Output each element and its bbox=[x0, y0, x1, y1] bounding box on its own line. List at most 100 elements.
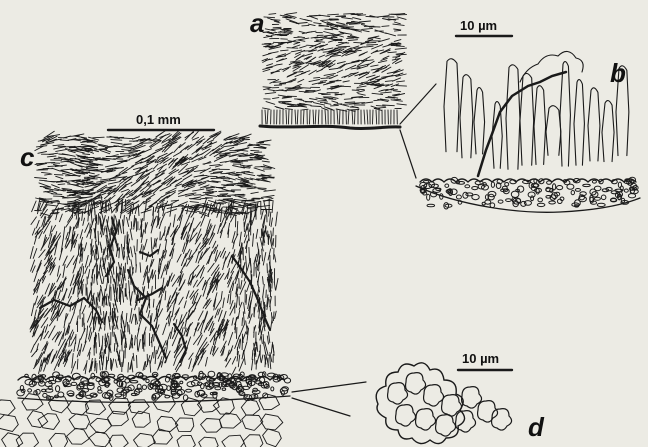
hatch-stroke bbox=[66, 217, 73, 227]
hatch-stroke bbox=[91, 283, 92, 297]
crystal-outline bbox=[444, 59, 459, 152]
hatch-stroke bbox=[296, 84, 302, 86]
hatch-stroke bbox=[256, 267, 257, 277]
hatch-stroke bbox=[111, 140, 122, 141]
hatch-stroke bbox=[302, 25, 309, 26]
hatch-stroke bbox=[275, 255, 276, 262]
hatch-stroke bbox=[221, 178, 230, 179]
hatch-stroke bbox=[189, 359, 192, 369]
hatch-stroke bbox=[77, 359, 78, 369]
hatch-stroke bbox=[247, 188, 255, 189]
hatch-stroke bbox=[315, 110, 316, 124]
hatch-stroke bbox=[45, 284, 49, 294]
hatch-stroke bbox=[199, 175, 208, 176]
granule bbox=[618, 182, 621, 187]
hatch-stroke bbox=[338, 42, 348, 43]
hatch-stroke bbox=[263, 69, 270, 71]
hatch-stroke bbox=[273, 27, 281, 28]
hatch-stroke bbox=[135, 336, 136, 346]
cell-outline bbox=[175, 418, 193, 432]
hatch-stroke bbox=[121, 330, 122, 338]
granule bbox=[583, 184, 591, 186]
hatch-stroke bbox=[185, 318, 187, 328]
hatch-stroke bbox=[243, 312, 244, 324]
hatch-stroke bbox=[36, 220, 39, 228]
hatch-stroke bbox=[239, 232, 241, 246]
hatch-stroke bbox=[228, 256, 232, 267]
hatch-stroke bbox=[209, 321, 214, 331]
hatch-stroke bbox=[345, 102, 355, 103]
hatch-stroke bbox=[267, 336, 268, 344]
hatch-stroke bbox=[81, 300, 83, 310]
cell-outline bbox=[0, 400, 15, 415]
hatch-stroke bbox=[210, 165, 220, 166]
hatch-stroke bbox=[38, 152, 47, 154]
hatch-stroke bbox=[75, 136, 87, 138]
hatch-stroke bbox=[83, 154, 90, 155]
hatch-stroke bbox=[395, 30, 401, 31]
hatch-stroke bbox=[244, 303, 245, 314]
panel-d-group: 10 µm d bbox=[376, 351, 545, 444]
granule bbox=[465, 185, 470, 188]
hatch-stroke bbox=[181, 206, 188, 207]
hatch-stroke bbox=[231, 210, 232, 217]
hatch-stroke bbox=[337, 23, 345, 25]
granule-outline bbox=[436, 415, 456, 436]
granule bbox=[93, 394, 97, 397]
hatch-stroke bbox=[362, 28, 373, 29]
hatch-stroke bbox=[349, 24, 359, 25]
hatch-stroke bbox=[101, 265, 103, 276]
panel-c-scale-label: 0,1 mm bbox=[136, 112, 181, 127]
hatch-stroke bbox=[263, 297, 264, 308]
hatch-stroke bbox=[127, 175, 134, 178]
hatch-stroke bbox=[357, 89, 365, 90]
hatch-stroke bbox=[386, 98, 395, 99]
granule bbox=[624, 189, 628, 192]
hatch-stroke bbox=[103, 276, 104, 283]
hatch-stroke bbox=[236, 294, 237, 308]
granule bbox=[597, 203, 605, 206]
hatch-stroke bbox=[181, 146, 189, 152]
panel-b-label: b bbox=[610, 58, 626, 88]
hatch-stroke bbox=[242, 351, 244, 359]
hatch-stroke bbox=[104, 311, 105, 324]
hatch-stroke bbox=[120, 138, 132, 139]
hatch-stroke bbox=[204, 149, 213, 156]
hatch-stroke bbox=[258, 189, 266, 190]
hatch-stroke bbox=[287, 48, 298, 49]
hatch-stroke bbox=[109, 175, 119, 180]
hatch-stroke bbox=[122, 200, 123, 211]
hatch-stroke bbox=[189, 209, 198, 210]
hatch-stroke bbox=[373, 50, 383, 52]
hatch-stroke bbox=[353, 14, 361, 15]
hatch-stroke bbox=[106, 279, 108, 291]
cell-outline bbox=[263, 429, 282, 447]
hatch-stroke bbox=[32, 228, 35, 235]
hatch-stroke bbox=[141, 143, 152, 144]
hatch-stroke bbox=[171, 275, 174, 282]
granule-outline bbox=[456, 411, 476, 432]
hatch-stroke bbox=[206, 189, 213, 190]
granule bbox=[466, 193, 473, 196]
hatch-stroke bbox=[263, 285, 265, 297]
hatch-stroke bbox=[207, 195, 217, 196]
hatch-stroke bbox=[35, 178, 47, 179]
hatch-stroke bbox=[75, 151, 85, 153]
hatch-stroke bbox=[343, 81, 349, 82]
hatch-stroke bbox=[250, 258, 251, 266]
hatch-stroke bbox=[58, 290, 61, 299]
cell-outline bbox=[16, 433, 38, 447]
hatch-stroke bbox=[348, 52, 355, 53]
granule bbox=[445, 184, 449, 187]
hatch-stroke bbox=[255, 347, 256, 356]
hatch-stroke bbox=[117, 288, 118, 298]
hatch-stroke bbox=[258, 272, 260, 281]
granule bbox=[98, 387, 101, 391]
hatch-stroke bbox=[74, 343, 75, 352]
hatch-stroke bbox=[172, 304, 174, 317]
hatch-stroke bbox=[148, 310, 150, 318]
cell-outline bbox=[67, 428, 90, 444]
granule bbox=[56, 386, 60, 392]
cell-outline bbox=[69, 414, 90, 429]
hatch-stroke bbox=[261, 355, 263, 363]
